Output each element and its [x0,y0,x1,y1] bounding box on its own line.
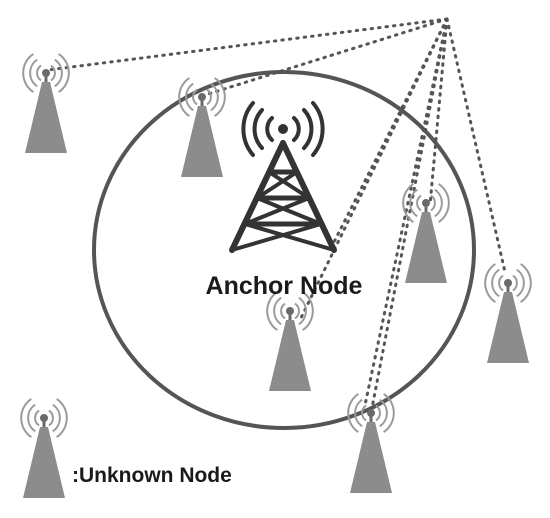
link-line [370,17,449,410]
link-line [298,17,449,322]
unknown-node-icon [178,77,226,177]
legend-unknown-node-icon [20,398,68,498]
anchor-tower-icon [229,101,337,253]
anchor-range-circle [92,70,476,430]
unknown-node-icon [402,183,450,283]
unknown-node-icon [347,393,395,493]
signal-links [46,17,507,410]
anchor-node-label: Anchor Node [206,272,363,300]
unknown-node-icon [266,291,314,391]
unknown-node-icon [22,53,70,153]
link-line [203,17,449,97]
link-line [46,17,449,72]
legend-label: :Unknown Node [72,464,232,487]
link-line [445,17,507,274]
link-line [328,17,449,252]
link-line [428,17,449,207]
unknown-nodes [20,53,532,498]
link-line [363,17,449,407]
unknown-node-icon [484,263,532,363]
